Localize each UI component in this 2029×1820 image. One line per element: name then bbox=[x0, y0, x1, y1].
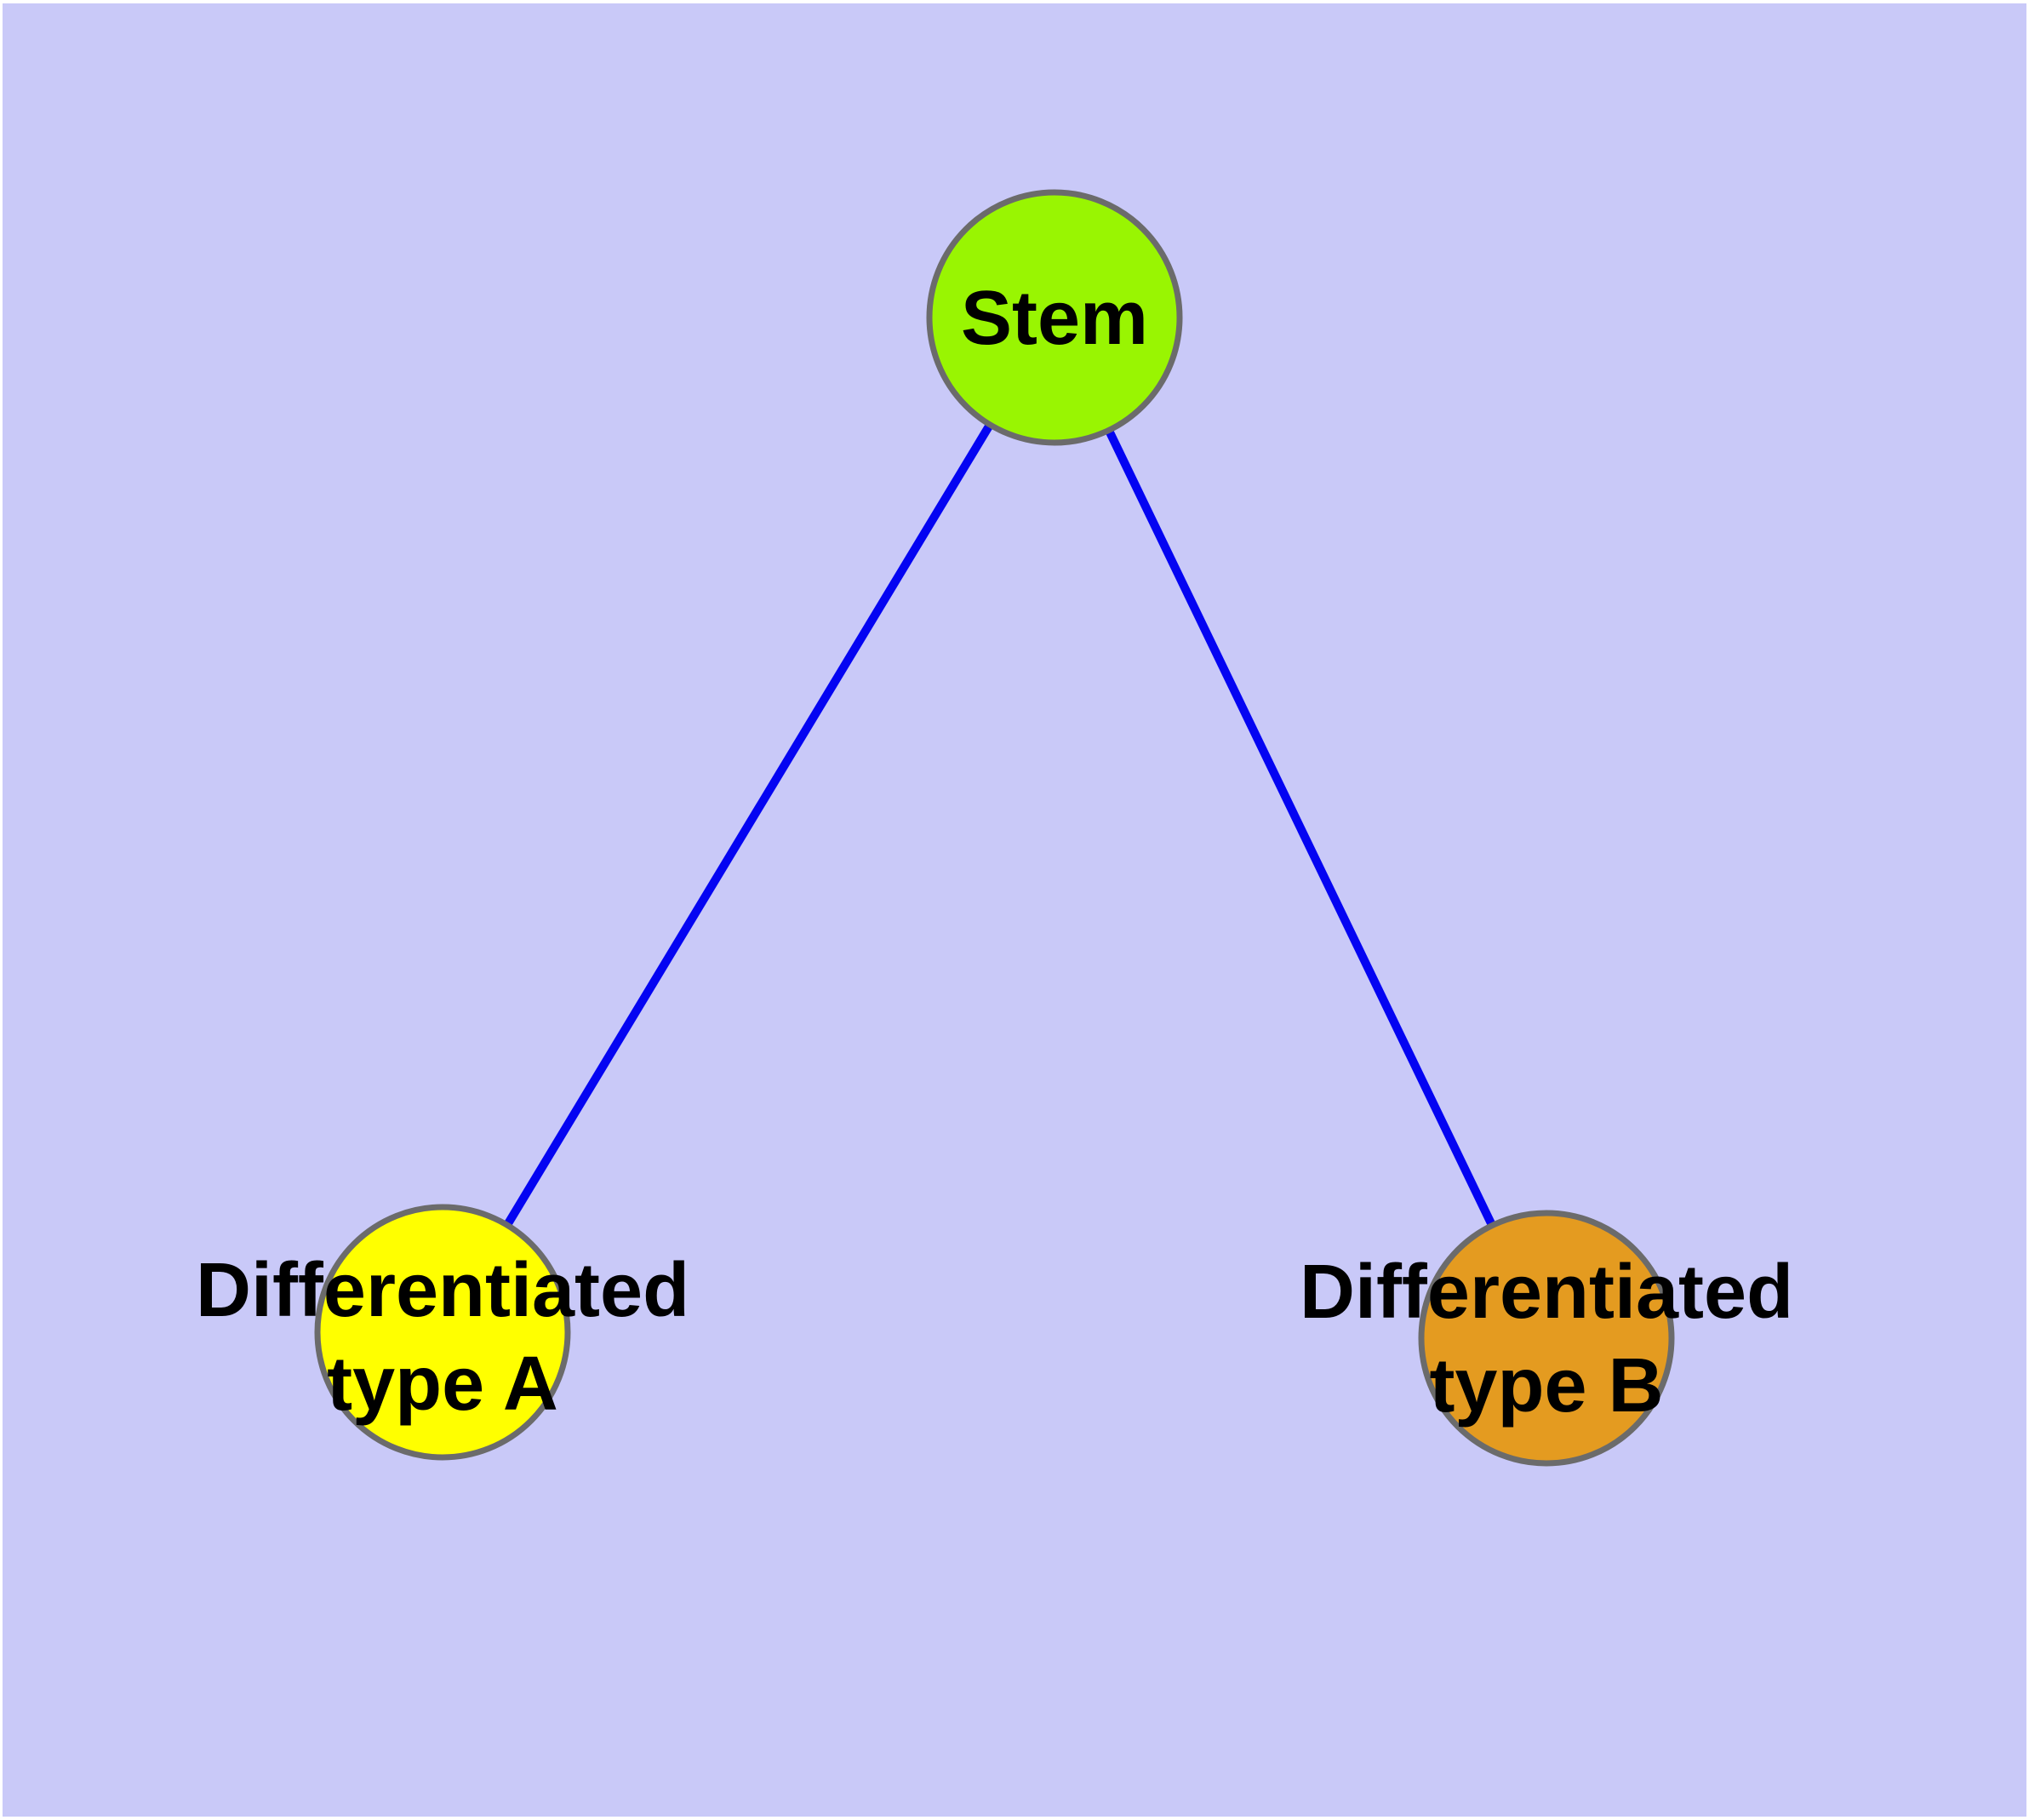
stem-node-label: Stem bbox=[960, 276, 1149, 361]
edge-stem-to-type-a bbox=[438, 315, 1059, 1335]
type-b-node-circle bbox=[1418, 1210, 1675, 1467]
type-a-label-line2: type A bbox=[327, 1342, 558, 1427]
type-b-node-label: Differentiated type B bbox=[1300, 1245, 1793, 1433]
type-a-node-circle bbox=[314, 1204, 571, 1461]
diagram-canvas: Stem Differentiated type A Differentiate… bbox=[3, 3, 2026, 1817]
type-a-label-line1: Differentiated bbox=[195, 1248, 690, 1333]
type-a-node-label: Differentiated type A bbox=[196, 1244, 689, 1431]
type-b-label-line2: type B bbox=[1429, 1343, 1664, 1428]
type-b-label-line1: Differentiated bbox=[1299, 1250, 1794, 1335]
stem-node-circle bbox=[926, 189, 1183, 446]
graph-svg bbox=[3, 3, 2026, 1817]
edge-stem-to-type-b bbox=[1050, 315, 1551, 1341]
